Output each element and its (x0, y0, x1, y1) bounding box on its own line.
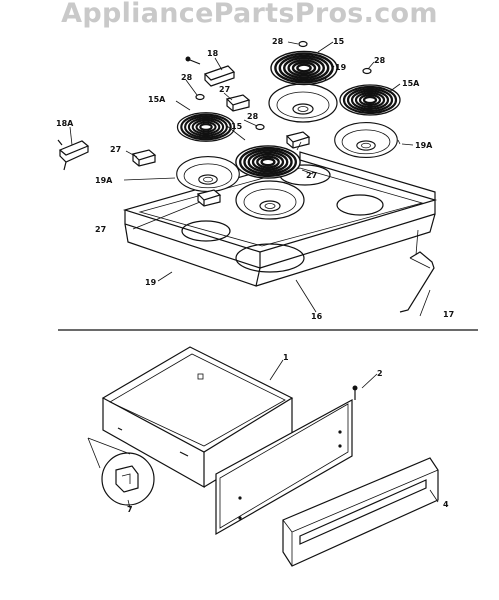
drawer-front-4 (282, 457, 439, 567)
drawer-panel-2 (215, 398, 353, 536)
burner-hole-left-front (181, 220, 231, 242)
bracket-17 (399, 251, 435, 313)
callout-18: 18 (207, 49, 219, 58)
callout-7: 7 (127, 505, 133, 514)
callout-4: 4 (443, 500, 449, 509)
drip-pan-19-rear (268, 83, 338, 123)
callout-28-c: 28 (181, 73, 193, 82)
drawer-handle (299, 479, 427, 545)
callout-28-b: 28 (374, 56, 386, 65)
receptacle-18 (203, 65, 236, 81)
grommet-28-a (298, 40, 308, 48)
callout-15A-a: 15A (402, 79, 420, 88)
callout-19A-b: 19A (415, 141, 433, 150)
burner-hole-right-front (235, 243, 305, 273)
receptacle-18A (58, 140, 90, 156)
callout-15A-b: 15A (148, 95, 166, 104)
callout-15-a: 15 (333, 37, 345, 46)
callout-27-a: 27 (219, 85, 230, 94)
burner-hole-right-rear (336, 194, 384, 216)
callout-2: 2 (377, 369, 383, 378)
drawer-body (101, 346, 294, 453)
callout-19-a: 19 (335, 63, 347, 72)
callout-1: 1 (283, 353, 289, 362)
callout-27-c: 27 (306, 171, 317, 180)
grommet-28-c (362, 67, 372, 75)
terminal-block-27-b (226, 94, 250, 112)
callout-15-b: 15 (231, 122, 243, 131)
callout-16: 16 (311, 312, 323, 321)
callout-18A: 18A (56, 119, 74, 128)
terminal-block-27-c (286, 131, 310, 149)
callout-19A-a: 19A (95, 176, 113, 185)
callout-28-a: 28 (272, 37, 284, 46)
surface-element-15A-left (176, 111, 236, 143)
drip-pan-19A-right (334, 121, 398, 159)
surface-element-15-front (234, 144, 302, 180)
grommet-28-b (195, 93, 205, 101)
callout-28-d: 28 (247, 112, 259, 121)
callout-27-b: 27 (110, 145, 121, 154)
watermark: AppliancePartsPros.com (61, 0, 438, 29)
surface-element-15A-right (338, 83, 402, 117)
detail-circle-7 (101, 452, 155, 506)
callout-27-d: 27 (95, 225, 106, 234)
drip-pan-19-front (235, 180, 305, 220)
terminal-block-27-a (132, 149, 156, 167)
grommet-28-d (255, 123, 265, 131)
callout-19-b: 19 (145, 278, 157, 287)
callout-17: 17 (443, 310, 454, 319)
surface-element-15-rear (269, 50, 339, 86)
drip-pan-19A-left (176, 155, 240, 193)
